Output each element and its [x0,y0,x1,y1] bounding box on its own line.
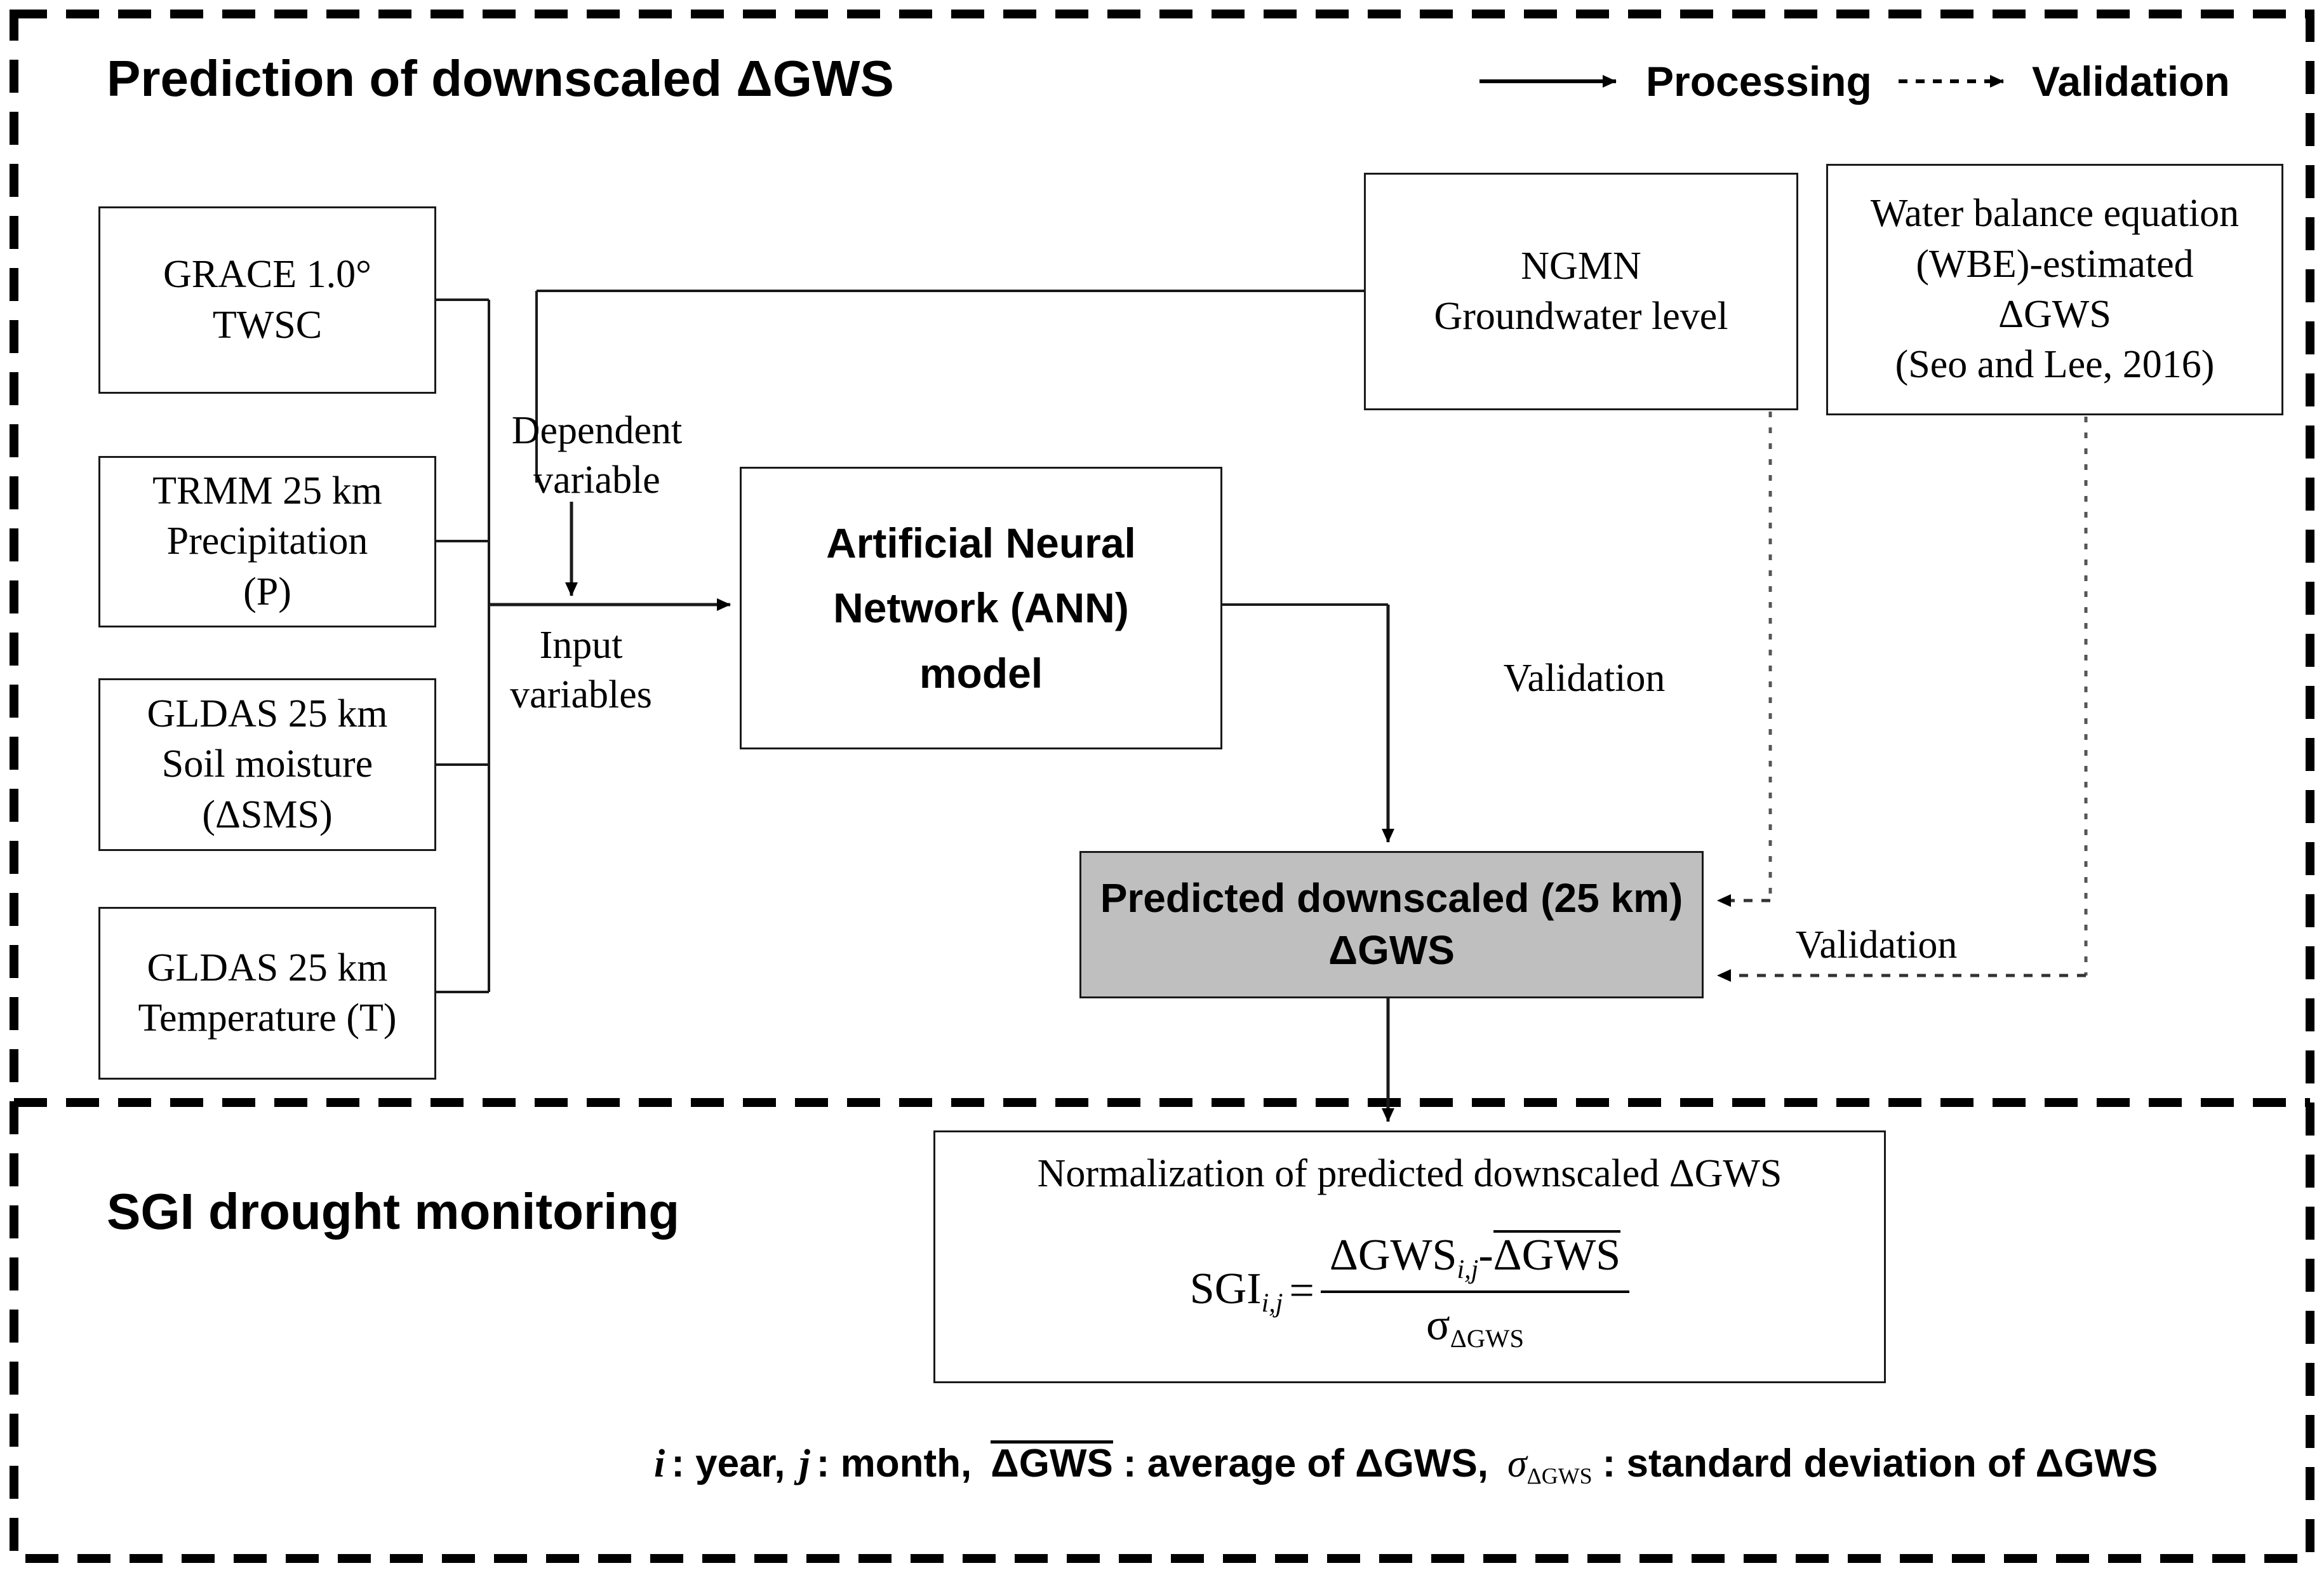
input-box-gldas-soil-moisture[interactable]: GLDAS 25 km Soil moisture (ΔSMS) [98,678,436,851]
ngmn-groundwater-box[interactable]: NGMN Groundwater level [1364,173,1798,410]
normalization-title: Normalization of predicted downscaled ΔG… [1037,1152,1782,1195]
sgi-numerator: ΔGWSi,j-ΔGWS [1329,1230,1621,1285]
ann-line1: Artificial Neural [826,519,1136,567]
formula-legend-footnote: i : year, j : month, ΔGWS : average of Δ… [654,1440,2158,1489]
sgi-fraction: ΔGWSi,j-ΔGWS σΔGWS [1320,1227,1630,1355]
footnote-j-symbol: j [799,1442,810,1485]
footnote-avg-symbol: ΔGWS [991,1440,1113,1485]
footnote-sigma-symbol: σΔGWS [1507,1442,1593,1489]
input-gldas-sm-line3: (ΔSMS) [202,793,333,836]
legend-validation-label: Validation [2032,58,2230,105]
input-gldas-sm-line1: GLDAS 25 km [147,692,388,735]
label-validation-upper: Validation [1503,657,1666,700]
input-box-gldas-temperature[interactable]: GLDAS 25 km Temperature (T) [98,907,436,1080]
predicted-line1: Predicted downscaled (25 km) [1100,875,1683,922]
sgi-lhs: SGIi,j [1189,1264,1283,1318]
outer-dashed-border [10,10,2314,1563]
footnote-avg-def: : average of ΔGWS, [1123,1442,1489,1485]
sgi-equals: = [1289,1266,1314,1316]
input-gldas-sm-line2: Soil moisture [161,742,373,786]
wbe-line2: (WBE)-estimated [1916,242,2194,286]
input-trmm-line1: TRMM 25 km [152,469,382,513]
predicted-downscaled-gws-box[interactable]: Predicted downscaled (25 km) ΔGWS [1079,851,1704,998]
ann-line2: Network (ANN) [833,584,1129,632]
wbe-line3: ΔGWS [1998,293,2111,336]
water-balance-equation-box[interactable]: Water balance equation (WBE)-estimated Δ… [1826,164,2283,415]
ann-line3: model [919,649,1043,697]
ann-model-box[interactable]: Artificial Neural Network (ANN) model [740,467,1222,749]
wbe-line4: (Seo and Lee, 2016) [1895,343,2215,387]
footnote-i-def: : year, [671,1442,785,1485]
wbe-line1: Water balance equation [1870,192,2240,236]
input-box-grace[interactable]: GRACE 1.0° TWSC [98,206,436,394]
input-trmm-line2: Precipitation [166,519,368,563]
label-dependent-variable: Dependent variable [511,409,683,502]
input-trmm-line3: (P) [243,570,291,613]
predicted-line2: ΔGWS [1328,927,1455,973]
section-title-prediction: Prediction of downscaled ΔGWS [107,50,894,107]
footnote-j-def: : month, [816,1442,972,1485]
ngmn-line1: NGMN [1521,244,1641,288]
footnote-i-symbol: i [654,1442,665,1485]
ngmn-line2: Groundwater level [1434,295,1728,338]
sgi-denominator: σΔGWS [1320,1290,1630,1355]
legend-processing-label: Processing [1646,58,1872,105]
input-grace-line2: TWSC [212,303,323,347]
input-box-trmm[interactable]: TRMM 25 km Precipitation (P) [98,456,436,627]
footnote-sigma-def: : standard deviation of ΔGWS [1602,1442,2158,1485]
section-title-sgi: SGI drought monitoring [107,1183,680,1240]
label-input-variables: Input variables [510,624,652,716]
input-gldas-t-line1: GLDAS 25 km [147,946,388,989]
input-grace-line1: GRACE 1.0° [163,253,371,297]
input-gldas-t-line2: Temperature (T) [138,996,397,1040]
normalization-box[interactable]: Normalization of predicted downscaled ΔG… [933,1130,1886,1383]
label-validation-lower: Validation [1795,923,1958,967]
sgi-formula: SGIi,j = ΔGWSi,j-ΔGWS σΔGWS [935,1227,1884,1355]
